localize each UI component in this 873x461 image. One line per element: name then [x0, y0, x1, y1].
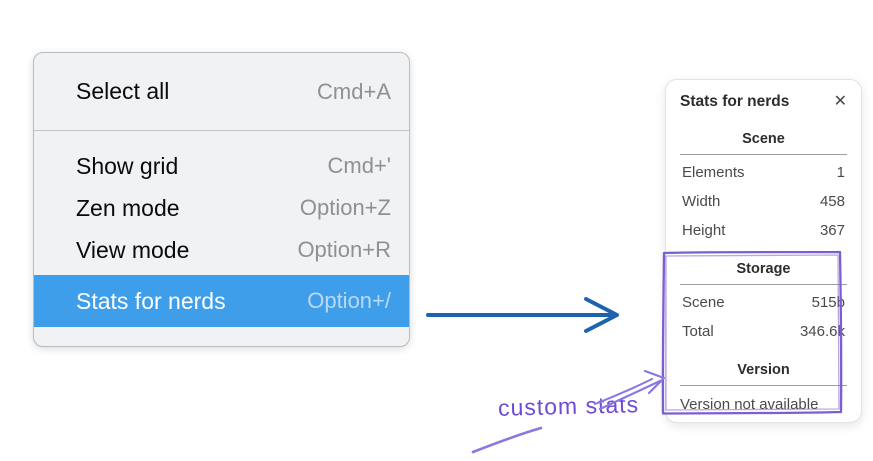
menu-item-select-all[interactable]: Select all Cmd+A [34, 53, 409, 130]
stats-panel-title: Stats for nerds [680, 93, 790, 110]
stat-row-total-storage: Total 346.6k [666, 317, 861, 346]
annotation-custom-stats-label: custom stats [497, 391, 640, 421]
section-title-storage: Storage [736, 261, 791, 277]
stat-row-height: Height 367 [666, 216, 861, 245]
arrow-menu-to-panel-icon [426, 297, 619, 333]
stat-value: 515b [811, 294, 845, 311]
menu-item-label: Stats for nerds [76, 287, 226, 314]
menu-item-label: View mode [76, 236, 190, 263]
menu-item-zen-mode[interactable]: Zen mode Option+Z [34, 187, 409, 229]
stat-label: Height [682, 222, 726, 239]
stat-row-elements: Elements 1 [666, 158, 861, 187]
version-note: Version not available [680, 396, 819, 413]
menu-item-shortcut: Option+Z [299, 195, 391, 220]
annotation-underline-stroke [471, 426, 543, 454]
section-rule [680, 284, 847, 285]
menu-item-label: Zen mode [76, 194, 180, 221]
close-icon[interactable]: ✕ [833, 93, 847, 110]
stat-label: Scene [682, 294, 725, 311]
menu-divider [34, 130, 409, 131]
context-menu: Select all Cmd+A Show grid Cmd+' Zen mod… [33, 52, 410, 347]
stat-label: Total [682, 323, 714, 340]
section-rule [680, 154, 847, 155]
menu-item-view-mode[interactable]: View mode Option+R [34, 229, 409, 271]
menu-group: Show grid Cmd+' Zen mode Option+Z View m… [34, 131, 409, 327]
menu-item-shortcut: Option+/ [307, 288, 391, 313]
stats-panel-header: Stats for nerds ✕ [666, 80, 861, 111]
section-rule [680, 385, 847, 386]
menu-item-label: Show grid [76, 152, 179, 179]
stat-value: 1 [836, 164, 845, 181]
menu-item-show-grid[interactable]: Show grid Cmd+' [34, 145, 409, 187]
section-title-scene: Scene [742, 131, 785, 147]
stat-value: 458 [819, 193, 845, 210]
stat-row-scene-storage: Scene 515b [666, 288, 861, 317]
menu-item-shortcut: Cmd+A [317, 78, 391, 104]
menu-item-label: Select all [76, 78, 170, 104]
stat-label: Width [682, 193, 721, 210]
stat-value: 367 [819, 222, 845, 239]
menu-item-shortcut: Cmd+' [327, 153, 392, 178]
menu-item-shortcut: Option+R [297, 237, 391, 262]
section-title-version: Version [737, 362, 790, 378]
stat-label: Elements [682, 164, 745, 181]
menu-item-stats-for-nerds[interactable]: Stats for nerds Option+/ [34, 275, 409, 327]
stat-value: 346.6k [799, 323, 845, 340]
stat-row-width: Width 458 [666, 187, 861, 216]
stats-for-nerds-panel: Stats for nerds ✕ Scene Elements 1 Width… [665, 79, 862, 423]
